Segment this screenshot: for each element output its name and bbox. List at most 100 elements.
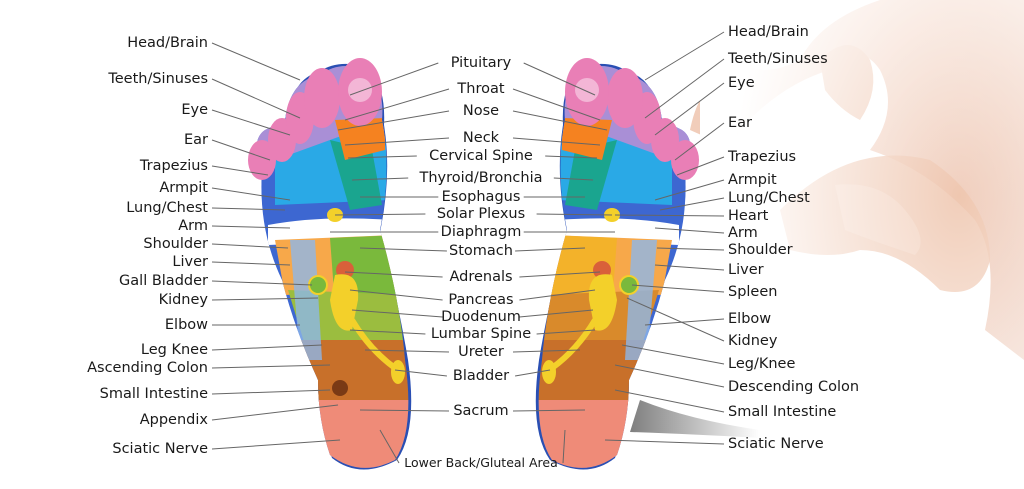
leader-center-left-lumbar-spine (349, 329, 426, 335)
right-label-sciatic-nerve: Sciatic Nerve (728, 436, 824, 452)
right-label-small-intestine: Small Intestine (728, 404, 837, 420)
leader-right-heart (614, 214, 725, 217)
leader-center-left-pancreas (349, 289, 443, 301)
left-label-head-brain: Head/Brain (127, 35, 208, 51)
leader-center-left-cervical-spine (347, 155, 417, 159)
leader-left-gall-bladder (211, 280, 313, 286)
leader-center-right-throat (512, 88, 601, 121)
right-label-liver: Liver (728, 262, 764, 278)
leader-left-appendix (211, 404, 339, 421)
leader-left-lung-chest (211, 207, 286, 211)
leader-left-shoulder (211, 243, 289, 249)
leader-center-left-duodenum (351, 309, 443, 318)
leader-center-right-stomach (515, 247, 586, 252)
leader-center-right-cervical-spine (545, 155, 598, 159)
right-label-trapezius: Trapezius (728, 149, 797, 165)
leader-right-trapezius (676, 156, 725, 176)
leader-right-shoulder (656, 247, 725, 251)
left-label-appendix: Appendix (139, 412, 208, 428)
leader-center-left-sacrum (359, 409, 450, 412)
leader-center-right-pancreas (519, 289, 596, 301)
right-label-shoulder: Shoulder (728, 242, 793, 258)
right-label-arm: Arm (728, 225, 758, 241)
right-label-spleen: Spleen (728, 284, 778, 300)
leader-left-small-intestine (211, 389, 331, 395)
center-label-bladder: Bladder (452, 368, 510, 384)
leader-center-right-solar-plexus (536, 213, 613, 216)
center-label-diaphragm: Diaphragm (440, 224, 522, 240)
center-label-nose: Nose (462, 103, 500, 119)
right-label-head-brain: Head/Brain (728, 24, 809, 40)
center-label-ureter: Ureter (458, 344, 504, 360)
leader-left-liver (211, 261, 291, 266)
leader-left-sciatic-nerve (211, 439, 341, 450)
center-label-duodenum: Duodenum (441, 309, 521, 325)
center-label-stomach: Stomach (449, 243, 513, 259)
leader-right-kidney (626, 297, 725, 342)
right-label-teeth-sinuses: Teeth/Sinuses (728, 51, 828, 67)
left-label-shoulder: Shoulder (143, 236, 208, 252)
leader-center-left-lower-back-gluteal-area (379, 429, 400, 464)
leader-right-eye (654, 82, 725, 136)
leader-center-right-pituitary (523, 62, 596, 96)
leader-center-left-throat (344, 88, 450, 121)
left-label-gall-bladder: Gall Bladder (119, 273, 208, 289)
left-label-armpit: Armpit (159, 180, 208, 196)
leader-center-left-nose (337, 110, 450, 131)
left-label-sciatic-nerve: Sciatic Nerve (112, 441, 208, 457)
center-label-neck: Neck (462, 130, 500, 146)
leader-right-spleen (631, 284, 725, 293)
leader-center-right-lumbar-spine (536, 329, 596, 335)
right-label-kidney: Kidney (728, 333, 778, 349)
leader-center-right-neck (512, 137, 601, 146)
leader-center-right-nose (512, 110, 608, 131)
leader-left-head-brain (211, 42, 301, 81)
leader-center-right-ureter (512, 349, 581, 353)
center-label-esophagus: Esophagus (441, 189, 521, 205)
center-label-throat: Throat (457, 81, 505, 97)
leader-right-arm (654, 227, 725, 234)
leader-center-left-solar-plexus (334, 213, 426, 216)
leader-left-arm (211, 225, 291, 229)
right-label-elbow: Elbow (728, 311, 772, 327)
leader-right-descending-colon (614, 364, 725, 388)
leader-left-trapezius (211, 165, 269, 176)
leader-center-left-ureter (364, 349, 450, 353)
leader-center-left-bladder (394, 369, 447, 377)
leader-center-right-bladder (515, 369, 551, 377)
right-label-armpit: Armpit (728, 172, 777, 188)
center-label-adrenals: Adrenals (449, 269, 513, 285)
leader-center-left-neck (344, 137, 450, 146)
center-label-solar-plexus: Solar Plexus (436, 206, 526, 222)
leader-center-left-thyroid-bronchia (351, 177, 409, 181)
center-label-pituitary: Pituitary (450, 55, 512, 71)
left-label-arm: Arm (178, 218, 208, 234)
center-label-sacrum: Sacrum (453, 403, 509, 419)
leader-center-right-adrenals (519, 271, 601, 278)
leader-lines (211, 31, 725, 464)
center-label-pancreas: Pancreas (448, 292, 514, 308)
left-label-kidney: Kidney (158, 292, 208, 308)
left-label-liver: Liver (172, 254, 208, 270)
leader-right-ear (674, 122, 725, 161)
right-label-ear: Ear (728, 115, 753, 131)
leader-left-eye (211, 109, 291, 136)
leader-right-leg-knee (621, 344, 725, 365)
left-label-lung-chest: Lung/Chest (126, 200, 208, 216)
left-label-ascending-colon: Ascending Colon (87, 360, 208, 376)
center-label-lumbar-spine: Lumbar Spine (430, 326, 532, 342)
leader-center-right-duodenum (519, 309, 594, 318)
left-label-eye: Eye (181, 102, 208, 118)
leader-center-left-pituitary (349, 62, 439, 96)
left-label-trapezius: Trapezius (139, 158, 208, 174)
right-label-descending-colon: Descending Colon (728, 379, 860, 395)
leader-left-kidney (211, 297, 319, 301)
leader-right-armpit (654, 179, 725, 201)
leader-right-lung-chest (659, 197, 725, 211)
leader-center-left-stomach (359, 247, 447, 252)
leader-left-ear (211, 139, 271, 161)
leader-center-left-adrenals (344, 271, 443, 278)
